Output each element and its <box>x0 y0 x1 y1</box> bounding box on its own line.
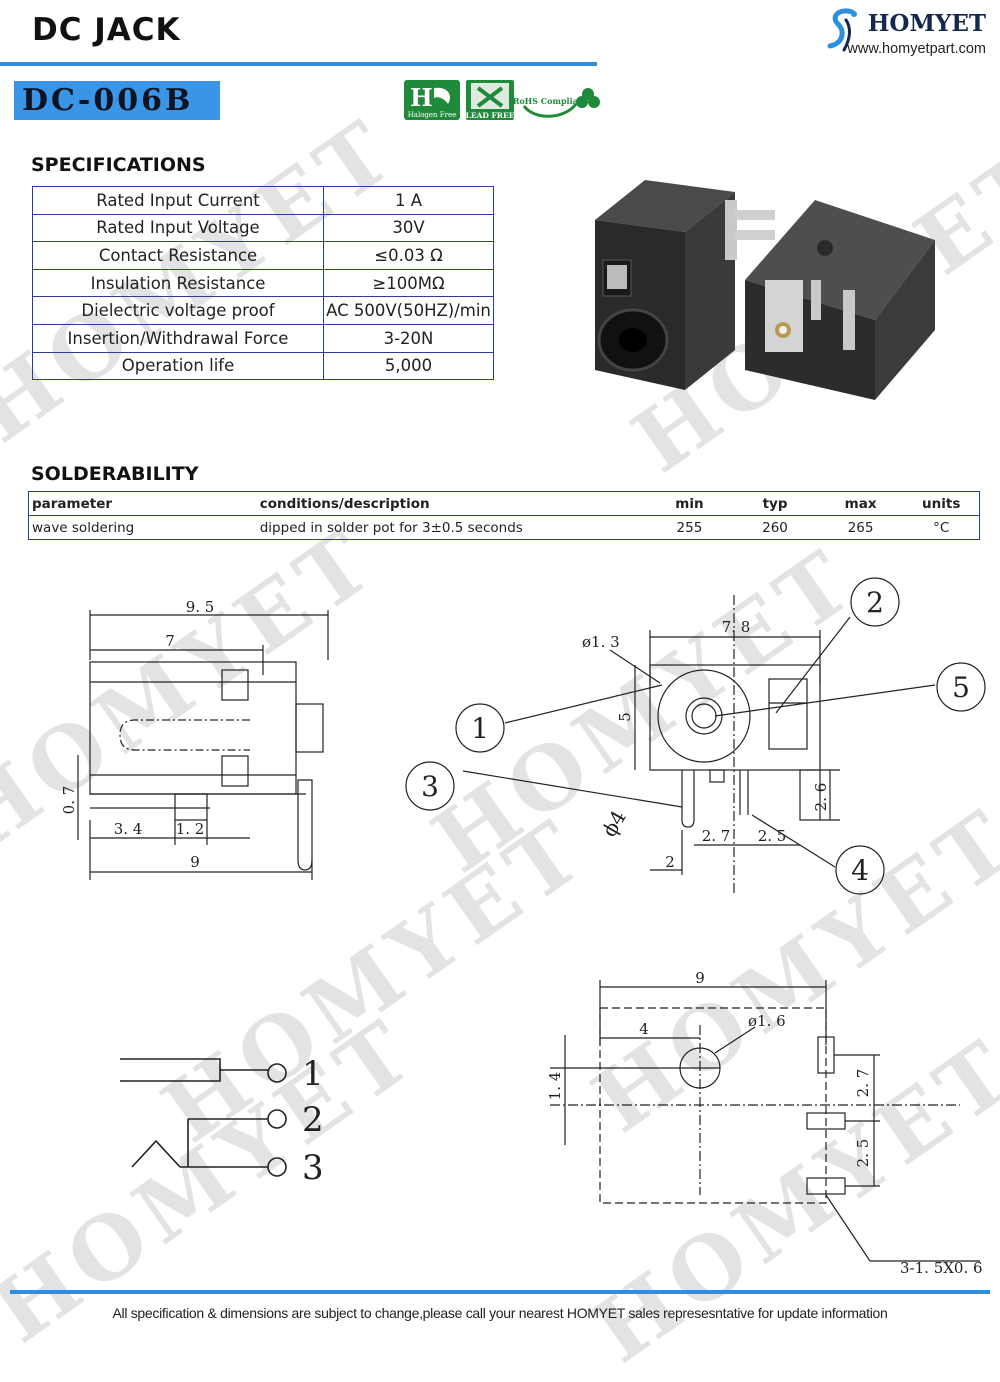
footer-divider <box>10 1290 990 1294</box>
spec-value: 1 A <box>323 186 494 215</box>
dim-label: 3-1. 5X0. 6 <box>900 1259 983 1277</box>
pin-number: 1 <box>302 1054 324 1094</box>
callout-number: 2 <box>866 586 884 619</box>
dim-label: 2. 5 <box>854 1139 872 1168</box>
solderability-title: SOLDERABILITY <box>31 463 199 485</box>
spec-value: ≤0.03 Ω <box>323 241 494 270</box>
callout-number: 4 <box>851 854 869 887</box>
dim-label: 3. 4 <box>114 820 143 838</box>
pcb-layout-drawing: 9 4 ø1. 6 1. 4 2. 7 2. 5 3-1. 5X0. 6 <box>546 969 983 1277</box>
front-view-drawing: ø1. 3 7. 8 5 ϕ4 2. 7 2. 5 2. 6 2 1 2 3 4… <box>405 577 986 895</box>
spec-label: Rated Input Voltage <box>32 213 324 243</box>
spec-value: 5,000 <box>323 351 494 381</box>
spec-row: Contact Resistance≤0.03 Ω <box>32 241 494 270</box>
dim-label: ø1. 6 <box>748 1012 786 1030</box>
spec-label: Operation life <box>32 351 324 381</box>
dim-label: 4 <box>639 1020 649 1038</box>
dim-label: 0. 7 <box>60 786 78 815</box>
spec-value: ≥100MΩ <box>323 268 494 298</box>
dim-label: 1. 2 <box>176 820 205 838</box>
column-header: typ <box>732 491 818 516</box>
spec-label: Rated Input Current <box>32 186 324 215</box>
spec-value: AC 500V(50HZ)/min <box>323 296 494 325</box>
dim-label: 9 <box>190 853 200 871</box>
schematic-diagram: 1 2 3 <box>120 1054 324 1188</box>
spec-label: Insertion/Withdrawal Force <box>32 323 324 353</box>
column-header: max <box>817 491 904 516</box>
product-photo <box>595 180 935 400</box>
header-divider <box>0 62 597 66</box>
brand-block: HOMYET www.homyetpart.com <box>806 10 986 57</box>
column-header: parameter <box>28 491 257 516</box>
homyet-logo-icon <box>827 8 857 52</box>
dim-label: 2. 7 <box>702 827 731 845</box>
table-cell: °C <box>933 519 950 536</box>
certification-badges: H Halogen Free LEAD FREE RoHS Compliant <box>404 80 600 120</box>
callout-number: 5 <box>952 671 970 704</box>
svg-text:H: H <box>410 83 433 112</box>
side-view-drawing: 9. 5 7 0. 7 3. 4 1. 2 9 <box>60 598 329 880</box>
dim-label: 1. 4 <box>546 1072 564 1101</box>
dim-label: ø1. 3 <box>582 633 620 651</box>
halogen-free-label: Halogen Free <box>408 111 457 119</box>
callout-number: 1 <box>471 712 489 745</box>
brand-name: HOMYET <box>867 10 986 37</box>
page-title: DC JACK <box>32 12 181 48</box>
rohs-label: RoHS Compliant <box>513 96 588 106</box>
callout-number: 3 <box>421 770 439 803</box>
table-cell: 260 <box>762 519 788 536</box>
table-cell: 265 <box>847 519 874 536</box>
dim-label: ϕ4 <box>597 806 631 841</box>
table-row: wave soldering dipped in solder pot for 3… <box>29 516 980 540</box>
brand-url[interactable]: www.homyetpart.com <box>847 41 986 57</box>
table-cell: 255 <box>676 519 703 536</box>
column-header: units <box>903 491 980 516</box>
footer-note: All specification & dimensions are subje… <box>112 1305 888 1321</box>
specifications-title: SPECIFICATIONS <box>31 154 206 176</box>
dim-label: 9 <box>695 969 705 987</box>
lead-free-icon: LEAD FREE <box>466 80 515 120</box>
dim-label: 5 <box>616 712 634 722</box>
halogen-free-icon: H Halogen Free <box>404 80 460 120</box>
dim-label: 7 <box>165 632 175 650</box>
table-cell: dipped in solder pot for 3±0.5 seconds <box>259 519 523 536</box>
dim-label: 2. 5 <box>758 827 787 845</box>
column-header: min <box>646 491 733 516</box>
spec-label: Dielectric voltage proof <box>32 296 324 325</box>
column-header: conditions/description <box>256 491 647 516</box>
spec-label: Contact Resistance <box>32 241 324 270</box>
spec-value: 30V <box>323 213 494 243</box>
table-cell: wave soldering <box>32 519 135 536</box>
dim-label: 7. 8 <box>722 618 751 636</box>
spec-value: 3-20N <box>323 323 494 353</box>
part-number-badge: DC-006B <box>14 81 220 120</box>
spec-row: Insulation Resistance≥100MΩ <box>32 268 494 298</box>
pin-number: 3 <box>302 1148 324 1188</box>
dim-label: 2 <box>665 853 675 871</box>
dim-label: 9. 5 <box>186 598 215 616</box>
dim-label: 2. 6 <box>812 783 830 812</box>
dim-label: 2. 7 <box>854 1069 872 1098</box>
rohs-icon: RoHS Compliant <box>513 88 600 118</box>
pin-number: 2 <box>302 1100 324 1140</box>
lead-free-label: LEAD FREE <box>466 111 515 120</box>
spec-label: Insulation Resistance <box>32 268 324 298</box>
